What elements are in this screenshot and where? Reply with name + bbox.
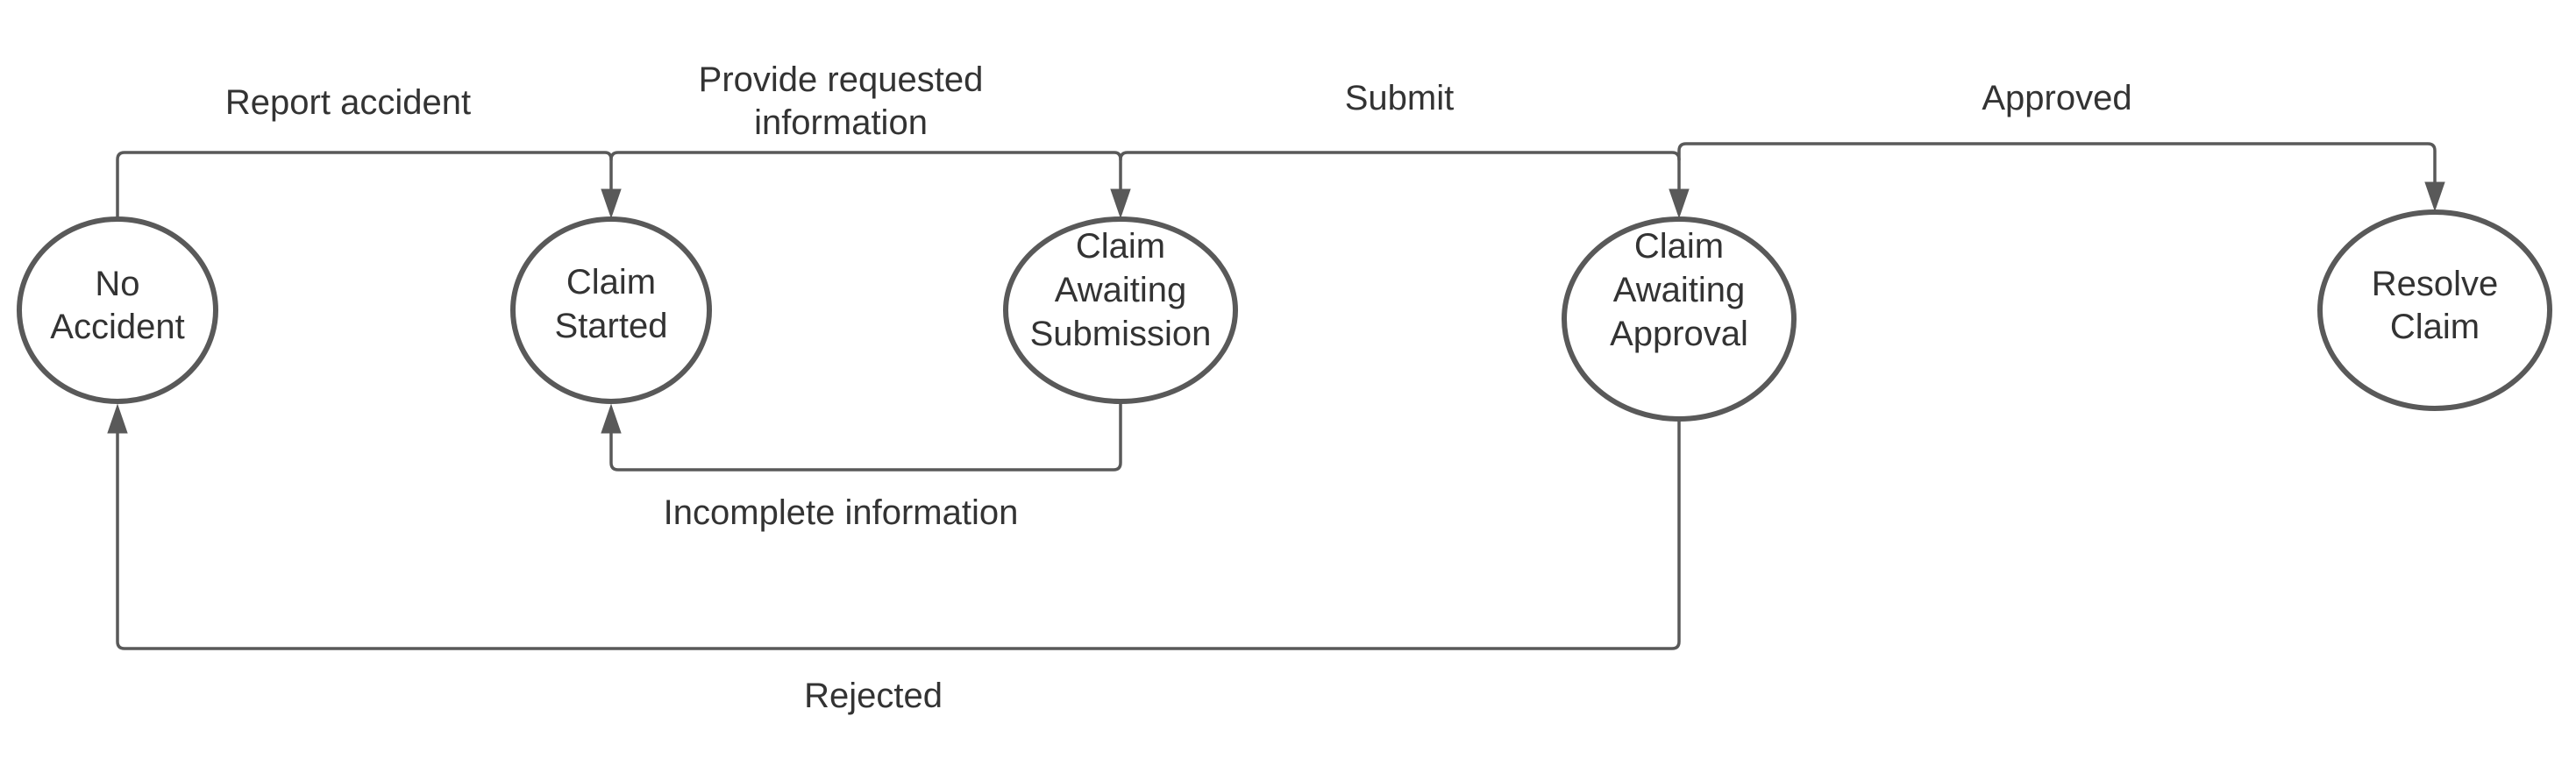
transition-approved: [1677, 142, 2445, 212]
edge-line-provide-information: [609, 151, 1122, 195]
state-label-line-1: Claim: [566, 263, 656, 301]
state-label-line-2: Claim: [2390, 308, 2480, 346]
state-label-line-3: Approval: [1610, 315, 1748, 353]
state-shape-claim-awaiting-submission: [1003, 216, 1238, 404]
transition-incomplete-information: [601, 400, 1122, 472]
edge-label-approved: Approved: [1982, 79, 2131, 117]
transition-provide-information: [609, 151, 1131, 219]
state-no-accident[interactable]: No Accident: [17, 216, 218, 404]
state-label-line-1: Resolve: [2372, 265, 2499, 303]
state-claim-awaiting-approval[interactable]: Claim Awaiting Approval: [1562, 216, 1797, 422]
arrowhead-claim-started-from-incomplete: [601, 403, 622, 434]
edge-line-report-accident: [116, 151, 613, 219]
arrowhead-resolve-claim: [2424, 181, 2445, 212]
state-label-line-1: Claim: [1634, 227, 1724, 266]
edge-line-submit: [1119, 151, 1681, 195]
state-label-line-3: Submission: [1030, 315, 1212, 353]
arrowhead-awaiting-approval: [1669, 188, 1690, 219]
edge-label-submit: Submit: [1345, 79, 1455, 117]
arrowhead-claim-started-from-report: [601, 188, 622, 219]
edge-line-rejected: [116, 417, 1681, 650]
transition-rejected: [107, 403, 1681, 650]
state-label-line-2: Accident: [50, 308, 184, 346]
state-label-line-1: No: [95, 265, 139, 303]
state-shape-claim-started: [510, 216, 712, 404]
transition-submit: [1119, 151, 1690, 219]
edge-label-report-accident: Report accident: [225, 83, 471, 122]
state-label-line-2: Started: [555, 307, 668, 345]
state-label-line-2: Awaiting: [1055, 271, 1186, 309]
arrowhead-no-accident: [107, 403, 128, 434]
state-label-line-2: Awaiting: [1613, 271, 1745, 309]
edge-label-provide-information-line-2: information: [754, 103, 928, 142]
state-shape-resolve-claim: [2317, 209, 2552, 411]
state-label-line-1: Claim: [1076, 227, 1165, 266]
state-shape-claim-awaiting-approval: [1562, 216, 1797, 422]
edge-label-incomplete-information: Incomplete information: [664, 493, 1019, 532]
state-claim-started[interactable]: Claim Started: [510, 216, 712, 404]
state-claim-awaiting-submission[interactable]: Claim Awaiting Submission: [1003, 216, 1238, 404]
state-shape-no-accident: [17, 216, 218, 404]
arrowhead-awaiting-submission: [1110, 188, 1131, 219]
edge-label-provide-information-line-1: Provide requested: [699, 60, 984, 99]
state-resolve-claim[interactable]: Resolve Claim: [2317, 209, 2552, 411]
edge-line-incomplete-information: [609, 400, 1122, 472]
edge-label-rejected: Rejected: [804, 677, 943, 715]
edge-line-approved: [1677, 142, 2437, 188]
transition-report-accident: [116, 151, 622, 219]
